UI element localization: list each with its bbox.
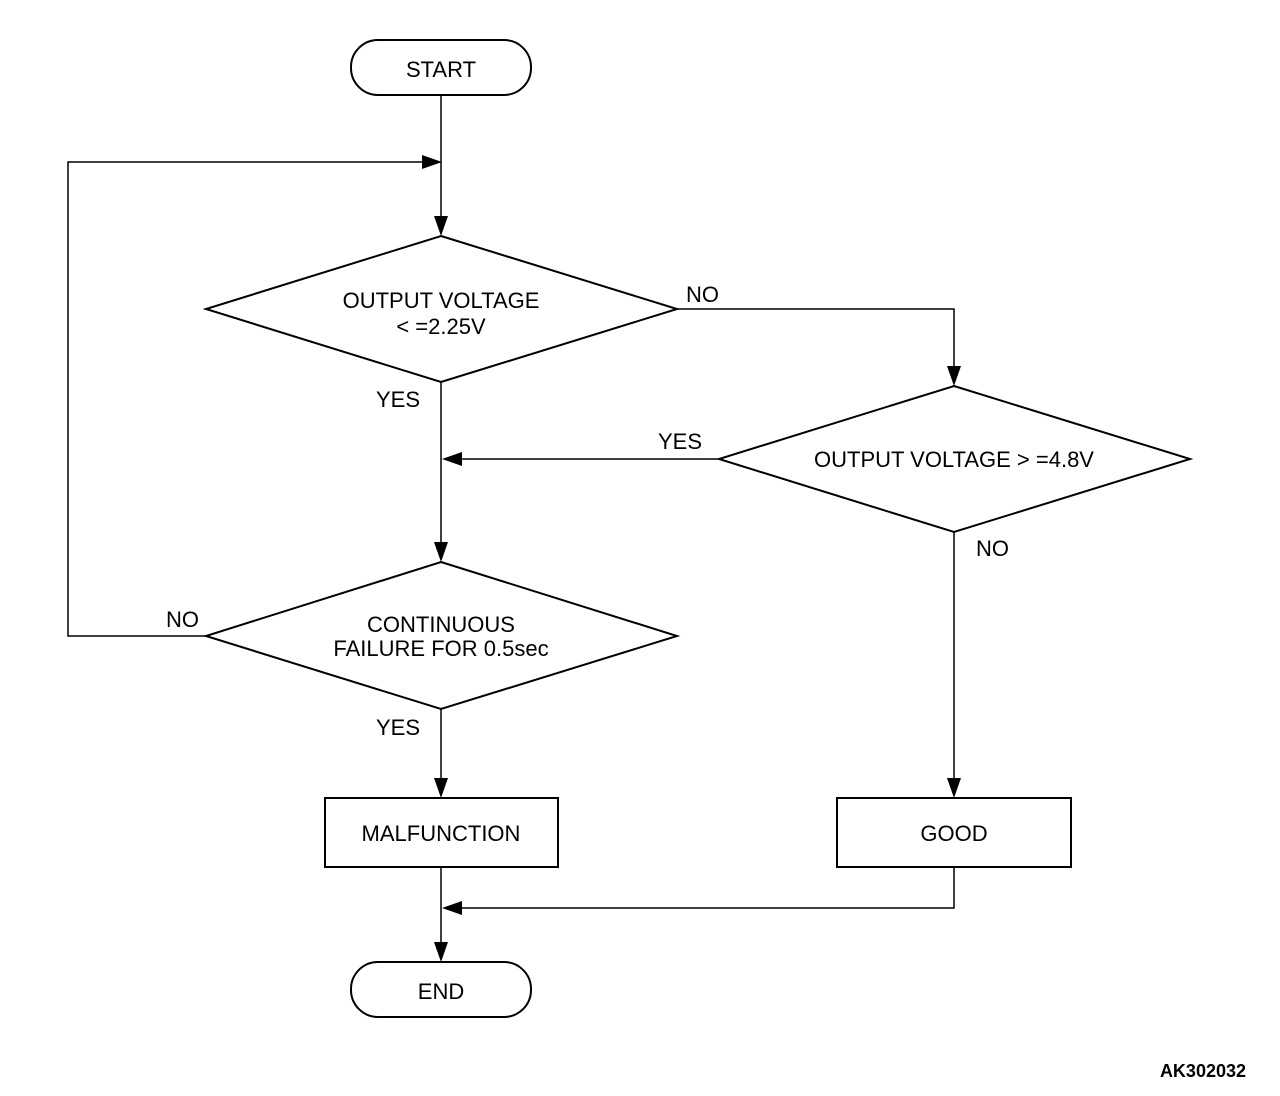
label-continuous-yes: YES	[376, 715, 420, 740]
arrow-loop-back	[422, 155, 442, 169]
good-box	[836, 797, 1072, 868]
arrow-high-yes	[442, 452, 462, 466]
decision-continuous-line2: FAILURE FOR 0.5sec	[333, 636, 548, 661]
decision-high-voltage-line1: OUTPUT VOLTAGE > =4.8V	[814, 447, 1094, 472]
end-terminal	[350, 961, 532, 1018]
decision-low-voltage-line2: < =2.25V	[396, 314, 486, 339]
malfunction-label: MALFUNCTION	[362, 821, 521, 846]
label-continuous-no: NO	[166, 607, 199, 632]
good-label: GOOD	[920, 821, 987, 846]
label-low-yes: YES	[376, 387, 420, 412]
label-low-no: NO	[686, 282, 719, 307]
decision-continuous-line1: CONTINUOUS	[367, 612, 515, 637]
connector-loop-back	[67, 161, 424, 637]
malfunction-box	[324, 797, 559, 868]
connector-low-no	[677, 308, 955, 368]
connector-good-to-end	[460, 867, 955, 909]
arrow-to-end	[434, 942, 448, 962]
arrow-to-continuous-decision	[434, 542, 448, 562]
decision-low-voltage-line1: OUTPUT VOLTAGE	[343, 288, 540, 313]
arrow-to-malfunction	[434, 778, 448, 798]
arrow-to-low-voltage-decision	[434, 216, 448, 236]
arrow-to-good	[947, 778, 961, 798]
label-high-yes: YES	[658, 429, 702, 454]
arrow-good-merge	[442, 901, 462, 915]
arrow-to-high-voltage-decision	[947, 366, 961, 386]
label-high-no: NO	[976, 536, 1009, 561]
figure-code: AK302032	[1160, 1061, 1246, 1081]
start-label: START	[406, 57, 476, 82]
end-label: END	[418, 979, 464, 1004]
